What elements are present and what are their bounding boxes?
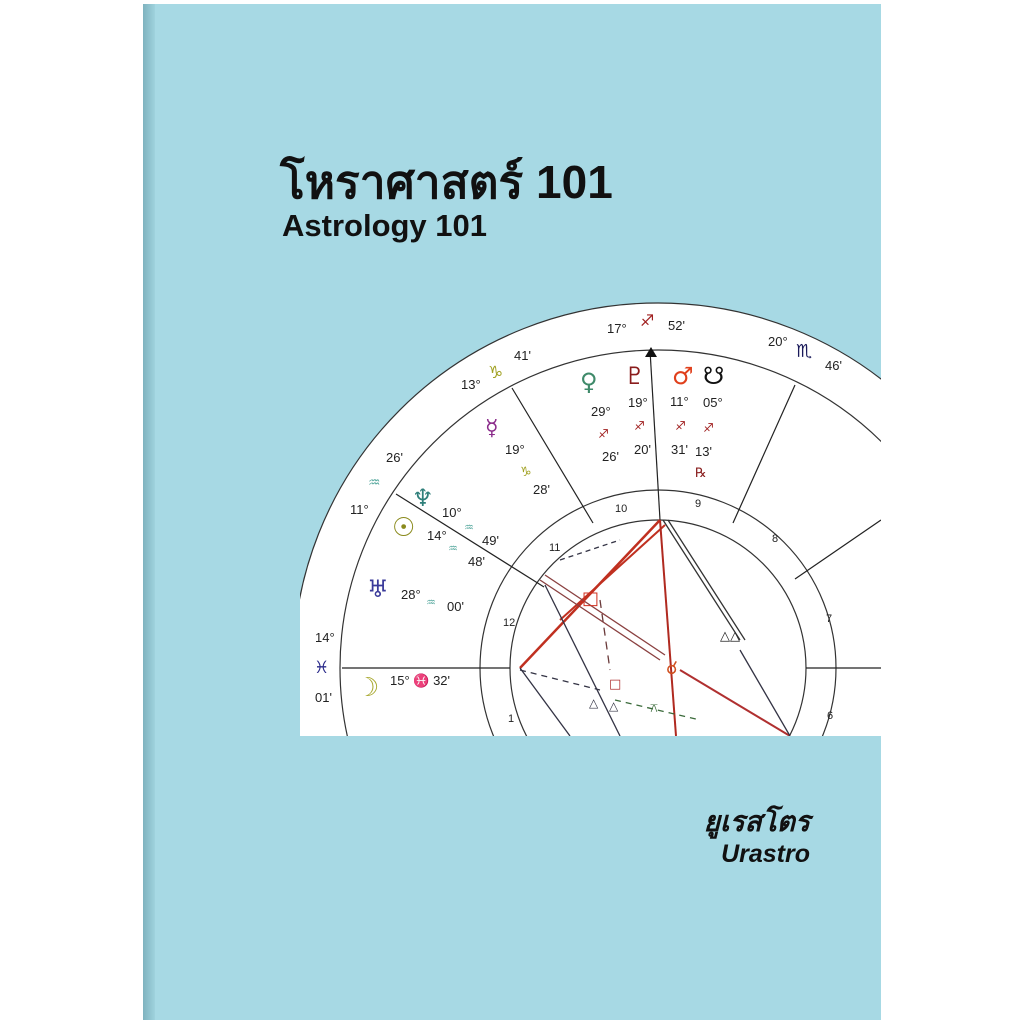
svg-text:7: 7	[826, 613, 832, 625]
svg-text:41': 41'	[514, 348, 531, 363]
svg-text:9: 9	[695, 498, 701, 510]
svg-text:12: 12	[503, 617, 515, 629]
pluto-icon: ♇	[624, 362, 646, 390]
svg-text:26': 26'	[386, 450, 403, 465]
square-aspect-icon: □	[609, 677, 621, 692]
svg-text:10°: 10°	[442, 505, 462, 520]
svg-text:10: 10	[615, 503, 627, 515]
title-thai: โหราศาสตร์ 101	[280, 156, 613, 208]
svg-text:♒: ♒	[464, 521, 474, 534]
node-icon: ☋	[703, 362, 724, 390]
author-english: Urastro	[721, 840, 810, 868]
pisces-icon: ♓	[314, 658, 329, 678]
sagittarius-icon: ♐	[640, 311, 654, 330]
svg-text:29°: 29°	[591, 404, 611, 419]
planet-node: ☋ 05° ♐ 13' ℞	[695, 362, 724, 481]
outer-circle	[300, 302, 881, 736]
svg-text:20': 20'	[634, 442, 651, 457]
cusp-mc: 17° ♐ 52'	[607, 311, 685, 336]
square-aspect-icon: □	[582, 588, 599, 609]
house-numbers: 10 9 8 7 6 11 12 1	[503, 498, 833, 725]
cusp-8: 20° ♏ 46'	[768, 334, 842, 373]
svg-text:17°: 17°	[607, 321, 627, 336]
planet-venus: ♀ 29° ♐ 26'	[580, 368, 619, 464]
planet-moon: ☽ 15° ♓ 32'	[356, 673, 450, 703]
svg-text:00': 00'	[447, 599, 464, 614]
planet-mars: ♂ 11° ♐ 31'	[670, 362, 694, 457]
svg-text:28': 28'	[533, 482, 550, 497]
svg-text:01': 01'	[315, 690, 332, 705]
retrograde-icon: ℞	[695, 466, 707, 481]
author-thai: ยูเรสโตร	[703, 806, 810, 837]
svg-text:46': 46'	[825, 358, 842, 373]
planet-neptune: ♆ 10° ♒ 49'	[412, 484, 499, 548]
mc-arrow-icon	[645, 347, 657, 357]
svg-text:15° ♓ 32': 15° ♓ 32'	[390, 673, 450, 688]
svg-text:20°: 20°	[768, 334, 788, 349]
cusp-12: 26' ♒ 11°	[350, 450, 403, 517]
capricorn-icon: ♑	[488, 363, 503, 383]
svg-text:05°: 05°	[703, 395, 723, 410]
trine-aspect-icon: △	[589, 696, 599, 710]
svg-text:19°: 19°	[628, 395, 648, 410]
sun-icon: ☉	[392, 513, 415, 543]
svg-text:11: 11	[549, 542, 560, 554]
svg-text:♒: ♒	[426, 596, 436, 609]
sign-ring	[339, 349, 881, 736]
house-cusp-lines	[342, 349, 881, 669]
planet-uranus: ♅ 28° ♒ 00'	[367, 575, 464, 614]
conjunction-aspect-icon: ☌	[666, 658, 678, 679]
svg-text:19°: 19°	[505, 442, 525, 457]
svg-text:13°: 13°	[461, 377, 481, 392]
neptune-icon: ♆	[412, 484, 434, 512]
trine-aspect-icon: △△	[720, 629, 740, 644]
svg-text:11°: 11°	[350, 502, 369, 517]
svg-text:♐: ♐	[598, 427, 609, 441]
svg-text:28°: 28°	[401, 587, 421, 602]
book-spine	[143, 4, 155, 1020]
svg-text:13': 13'	[695, 444, 712, 459]
svg-text:♐: ♐	[634, 419, 645, 433]
trine-aspect-icon: △	[609, 699, 619, 713]
title-english: Astrology 101	[282, 208, 488, 243]
svg-text:♑: ♑	[520, 465, 532, 480]
svg-text:48': 48'	[468, 554, 485, 569]
scorpio-icon: ♏	[796, 341, 812, 362]
svg-text:52': 52'	[668, 318, 685, 333]
svg-text:8: 8	[772, 533, 778, 545]
cusp-asc: 14° ♓ 01'	[314, 630, 335, 705]
svg-text:26': 26'	[602, 449, 619, 464]
aquarius-icon: ♒	[368, 475, 381, 491]
svg-text:♐: ♐	[675, 419, 686, 433]
venus-icon: ♀	[580, 368, 598, 396]
moon-icon: ☽	[356, 673, 379, 703]
svg-text:♒: ♒	[448, 542, 458, 555]
cusp-11: 13° ♑ 41'	[461, 348, 531, 392]
aspect-lines	[519, 519, 791, 736]
svg-text:1: 1	[508, 713, 514, 725]
mercury-icon: ☿	[485, 416, 499, 441]
planet-mercury: ☿ 19° ♑ 28'	[485, 416, 550, 497]
uranus-icon: ♅	[367, 575, 389, 603]
aspect-glyphs: □ ☌ △△ □ △ △ ⚻	[582, 588, 740, 715]
svg-text:49': 49'	[482, 533, 499, 548]
planet-pluto: ♇ 19° ♐ 20'	[624, 362, 651, 457]
svg-text:6: 6	[827, 710, 833, 722]
svg-text:11°: 11°	[670, 394, 689, 409]
svg-text:♐: ♐	[703, 421, 714, 435]
svg-text:14°: 14°	[315, 630, 335, 645]
svg-text:14°: 14°	[427, 528, 447, 543]
mars-icon: ♂	[672, 362, 694, 390]
svg-text:31': 31'	[671, 442, 688, 457]
planet-sun: ☉ 14° ♒ 48'	[392, 513, 485, 569]
quincunx-aspect-icon: ⚻	[650, 701, 658, 715]
